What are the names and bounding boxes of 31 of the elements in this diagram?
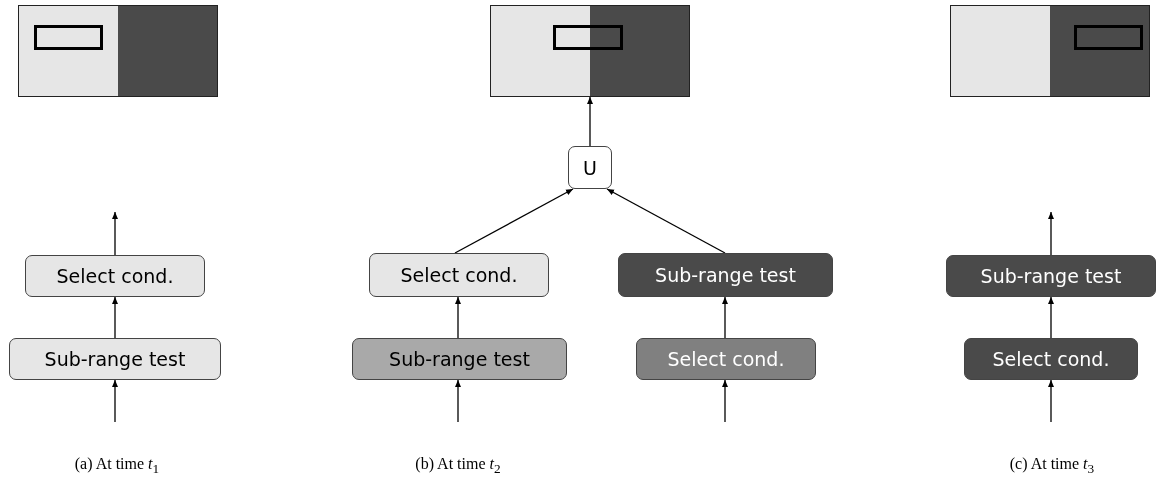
arrow <box>455 379 461 423</box>
arrow <box>1048 379 1054 423</box>
arrow <box>112 211 118 256</box>
arrow <box>1048 211 1054 256</box>
window-outline <box>553 25 623 50</box>
subfigure-caption: (c) At time t$_{3}$ <box>1009 455 1095 478</box>
arrow <box>455 296 461 339</box>
arrow <box>606 188 726 254</box>
window-outline <box>1074 25 1143 50</box>
process-box: Select cond. <box>636 338 816 380</box>
arrow <box>722 379 728 423</box>
process-box: Sub-range test <box>9 338 221 380</box>
split-range-box <box>950 5 1150 97</box>
process-box: Sub-range test <box>946 255 1156 297</box>
process-box: U <box>568 146 612 189</box>
arrow <box>454 188 574 254</box>
subfigure-caption: (b) At time t$_{2}$ <box>415 455 501 478</box>
arrow <box>112 379 118 423</box>
process-box: Select cond. <box>964 338 1138 380</box>
arrow <box>1048 296 1054 339</box>
process-box: Sub-range test <box>618 253 833 297</box>
window-outline <box>34 25 103 50</box>
process-box: Sub-range test <box>352 338 567 380</box>
process-box: Select cond. <box>369 253 549 297</box>
subfigure-caption: (a) At time t$_{1}$ <box>74 455 160 478</box>
arrow <box>722 296 728 339</box>
arrow <box>587 96 593 147</box>
split-range-box <box>490 5 690 97</box>
split-range-box <box>18 5 218 97</box>
process-box: Select cond. <box>25 255 205 297</box>
arrow <box>112 296 118 339</box>
